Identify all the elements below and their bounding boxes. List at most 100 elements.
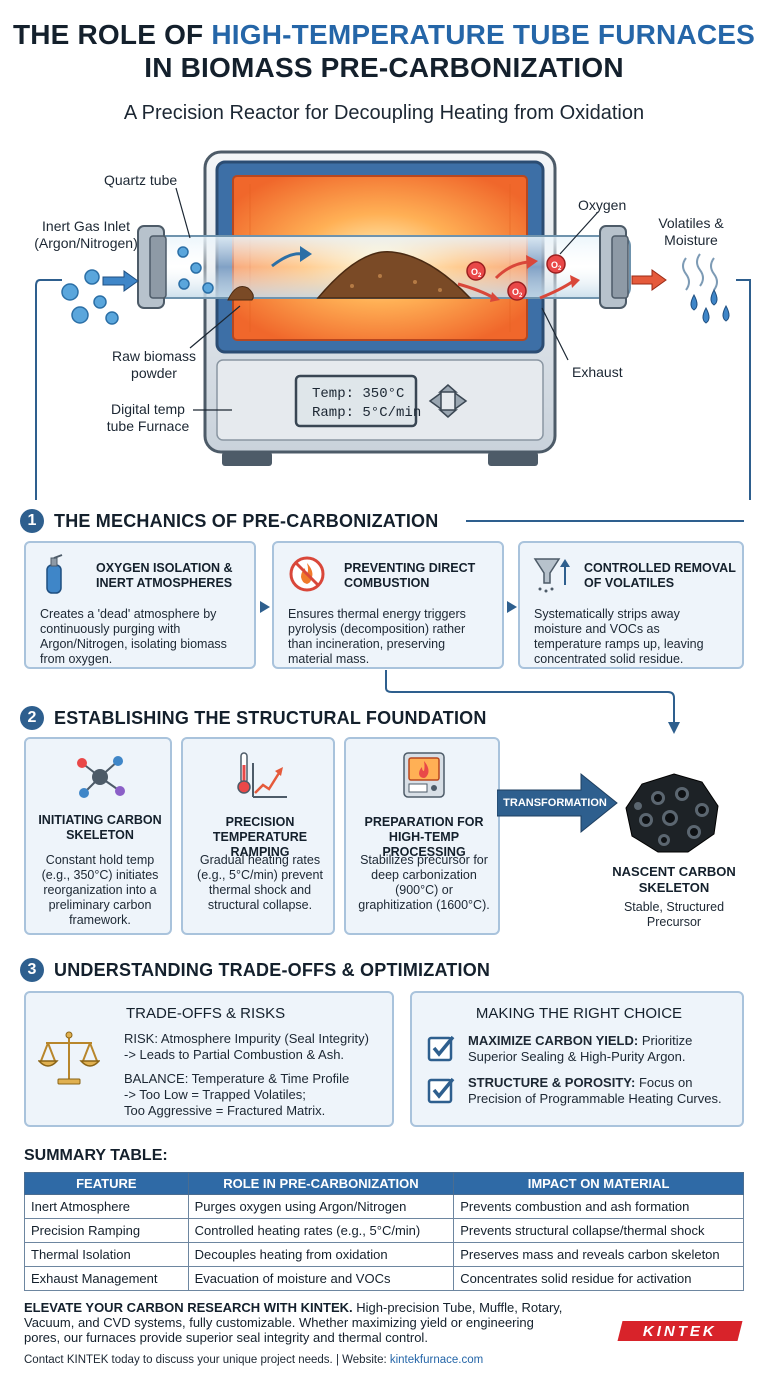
table-row: Thermal Isolation Decouples heating from…: [24, 1242, 744, 1267]
table-cell: Purges oxygen using Argon/Nitrogen: [187, 1194, 455, 1219]
tradeoffs-title: TRADE-OFFS & RISKS: [126, 1005, 286, 1022]
label-volatiles-line1: Volatiles &: [658, 215, 724, 231]
label-volatiles-line2: Moisture: [664, 232, 718, 248]
label-oxygen: Oxygen: [578, 197, 627, 213]
arrow-1-2-icon: [258, 600, 272, 614]
card-5-desc-line2: (e.g., 5°C/min) prevent: [197, 868, 323, 882]
furnace-icon: [403, 752, 445, 798]
table-cell: Evacuation of moisture and VOCs: [187, 1266, 455, 1291]
svg-text:O: O: [551, 260, 558, 270]
label-raw-biomass-line1: Raw biomass: [111, 348, 197, 364]
card-1-title-line2: INERT ATMOSPHERES: [96, 576, 233, 590]
card-4-title-line1: INITIATING CARBON: [38, 813, 162, 827]
card-2-desc-line4: material mass.: [288, 652, 370, 666]
card-right-choice: MAKING THE RIGHT CHOICE MAXIMIZE CARBON …: [410, 991, 744, 1127]
section-1-number: 1: [20, 509, 44, 533]
card-6-desc-line1: Stabilizes precursor for: [360, 853, 488, 867]
no-fire-icon: [289, 556, 325, 592]
footer-line3: pores, our furnaces provide superior sea…: [24, 1330, 428, 1345]
footer-contact: Contact KINTEK today to discuss your uni…: [24, 1354, 483, 1366]
nascent-line1: NASCENT CARBON: [612, 864, 736, 879]
title-line-2: IN BIOMASS PRE-CARBONIZATION: [144, 52, 624, 83]
card-4-desc-line4: preliminary carbon: [48, 898, 152, 912]
nascent-line2: SKELETON: [638, 880, 710, 895]
card-3-desc-line2: moisture and VOCs as: [534, 622, 660, 636]
choice-2-bold: STRUCTURE & POROSITY:: [468, 1075, 636, 1090]
label-inert-inlet-line2: (Argon/Nitrogen): [34, 235, 138, 251]
title-highlight: HIGH-TEMPERATURE TUBE FURNACES: [211, 19, 756, 50]
section-2-title: ESTABLISHING THE STRUCTURAL FOUNDATION: [54, 707, 487, 728]
card-1-title-line1: OXYGEN ISOLATION &: [96, 561, 233, 575]
card-high-temp-preparation: PREPARATION FOR HIGH-TEMP PROCESSING Sta…: [344, 737, 500, 935]
display-temp-text: Temp: 350°C: [312, 386, 404, 402]
checkbox-checked-icon: [427, 1035, 455, 1062]
card-1-desc-line3: Argon/Nitrogen, isolating biomass: [40, 637, 227, 651]
risk-line1: RISK: Atmosphere Impurity (Seal Integrit…: [124, 1031, 369, 1046]
title-part-1: THE ROLE OF: [12, 19, 204, 50]
page-title: THE ROLE OF HIGH-TEMPERATURE TUBE FURNAC…: [0, 18, 768, 84]
table-cell: Precision Ramping: [24, 1218, 189, 1243]
card-2-desc-line3: than incineration, preserving: [288, 637, 446, 651]
summary-table: FEATURE ROLE IN PRE-CARBONIZATION IMPACT…: [24, 1172, 744, 1291]
card-1-desc-line2: continuously purging with: [40, 622, 181, 636]
label-digital-line1: Digital temp: [111, 401, 185, 417]
card-4-desc-line1: Constant hold temp: [45, 853, 155, 867]
label-digital-line2: tube Furnace: [106, 418, 190, 434]
section-2-header: 2 ESTABLISHING THE STRUCTURAL FOUNDATION: [20, 706, 487, 730]
nascent-carbon-subtitle: Stable, Structured Precursor: [600, 900, 748, 930]
card-1-desc-line4: from oxygen.: [40, 652, 113, 666]
card-6-title-line1: PREPARATION FOR: [364, 815, 484, 829]
footer-bold: ELEVATE YOUR CARBON RESEARCH WITH KINTEK…: [24, 1300, 353, 1315]
card-4-desc-line2: (e.g., 350°C) initiates: [41, 868, 159, 882]
footer-line1: High-precision Tube, Muffle, Rotary,: [356, 1300, 563, 1315]
funnel-icon: [533, 558, 570, 593]
card-2-title-line2: COMBUSTION: [344, 576, 430, 590]
label-digital-furnace: Digital temp tube Furnace: [98, 401, 198, 435]
table-cell: Decouples heating from oxidation: [187, 1242, 455, 1267]
card-5-desc-line4: structural collapse.: [207, 898, 313, 912]
label-quartz-tube: Quartz tube: [104, 172, 178, 188]
inlet-arrow-icon: [102, 270, 139, 292]
choice-1-bold: MAXIMIZE CARBON YIELD:: [468, 1033, 639, 1048]
table-cell: Prevents structural collapse/thermal sho…: [453, 1218, 744, 1243]
dpad-controls: [428, 384, 468, 418]
svg-text:O: O: [471, 267, 478, 277]
label-exhaust: Exhaust: [572, 364, 623, 380]
choice-2-rest: Focus on: [638, 1075, 693, 1090]
kintek-logo: KINTEK: [617, 1321, 743, 1341]
control-display: [294, 374, 418, 428]
inert-gas-bubbles-icon: [61, 246, 214, 325]
section-1-header: 1 THE MECHANICS OF PRE-CARBONIZATION: [20, 509, 438, 533]
arrow-2-3-icon: [505, 600, 519, 614]
section-2-number: 2: [20, 706, 44, 730]
card-4-desc-line5: framework.: [69, 913, 131, 927]
card-4-title-line2: SKELETON: [66, 828, 134, 842]
table-row: Precision Ramping Controlled heating rat…: [24, 1218, 744, 1243]
website-link[interactable]: kintekfurnace.com: [389, 1354, 484, 1366]
gas-cylinder-icon: [46, 554, 63, 594]
card-2-desc-line1: Ensures thermal energy triggers: [288, 607, 466, 621]
card-2-desc-line2: pyrolysis (decomposition) rather: [288, 622, 466, 636]
card-3-desc-line3: temperature ramps up, leaving: [534, 637, 704, 651]
choice-1-line2: Superior Sealing & High-Purity Argon.: [468, 1049, 686, 1064]
process-flow-line-right: [736, 279, 751, 500]
section-3-title: UNDERSTANDING TRADE-OFFS & OPTIMIZATION: [54, 959, 491, 980]
card-preventing-combustion: PREVENTING DIRECT COMBUSTION Ensures the…: [272, 541, 504, 669]
section-1-title: THE MECHANICS OF PRE-CARBONIZATION: [54, 510, 439, 531]
balance-line3: Too Aggressive = Fractured Matrix.: [124, 1103, 326, 1118]
card-carbon-skeleton: INITIATING CARBON SKELETON Constant hold…: [24, 737, 172, 935]
label-raw-biomass: Raw biomass powder: [104, 348, 204, 382]
steam-icon: [682, 253, 718, 291]
table-cell: Exhaust Management: [24, 1266, 189, 1291]
table-cell: Controlled heating rates (e.g., 5°C/min): [187, 1218, 455, 1243]
choice-2-line2: Precision of Programmable Heating Curves…: [468, 1091, 722, 1106]
section-3-number: 3: [20, 958, 44, 982]
table-row: Exhaust Management Evacuation of moistur…: [24, 1266, 744, 1291]
table-cell: Concentrates solid residue for activatio…: [453, 1266, 744, 1291]
flow-arrow-icon: [271, 252, 303, 268]
checkbox-checked-icon: [427, 1077, 455, 1104]
card-5-title-line2: TEMPERATURE RAMPING: [212, 830, 308, 859]
card-5-title-line1: PRECISION: [225, 815, 295, 829]
card-6-title-line2: HIGH-TEMP PROCESSING: [382, 830, 466, 859]
